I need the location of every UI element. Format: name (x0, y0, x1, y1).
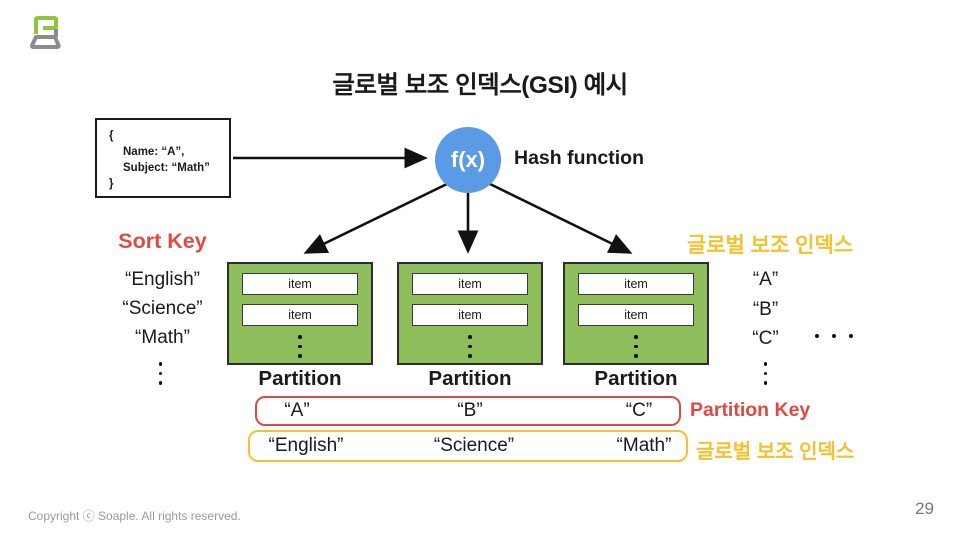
vertical-ellipsis-icon (88, 362, 233, 385)
item-row: item (242, 273, 358, 295)
partition-caption: Partition (258, 367, 342, 390)
partition-caption: Partition (428, 367, 512, 390)
gsi-row-value: “Math” (616, 435, 672, 456)
vertical-ellipsis-icon (399, 335, 541, 358)
code-line: Name: “A”, (123, 146, 185, 158)
gsi-column-label: 글로벌 보조 인덱스 (686, 234, 854, 257)
code-line: { (109, 130, 114, 142)
page-number: 29 (915, 499, 934, 518)
partition-key-label: Partition Key (690, 399, 811, 421)
partition-key-value: “A” (284, 400, 310, 421)
sort-key-value: “English” (125, 269, 200, 290)
partition-box: item item (563, 262, 709, 365)
code-line: Subject: “Math” (123, 162, 210, 174)
copyright-text: Copyright ⓒ Soaple. All rights reserved. (28, 509, 241, 523)
item-row: item (412, 304, 528, 326)
item-row: item (578, 304, 694, 326)
gsi-row-label: 글로벌 보조 인덱스 (696, 441, 855, 463)
horizontal-ellipsis-icon (815, 334, 853, 338)
gsi-column-value: “B” (752, 299, 779, 320)
gsi-column-value: “C” (752, 328, 779, 349)
gsi-row-value: “English” (268, 435, 344, 456)
hash-function-symbol: f(x) (450, 147, 486, 172)
hash-function-caption: Hash function (514, 147, 644, 169)
partition-caption: Partition (594, 367, 678, 390)
item-row: item (242, 304, 358, 326)
partition-key-value: “B” (457, 400, 483, 421)
vertical-ellipsis-icon (565, 335, 707, 358)
sort-key-value: “Science” (122, 298, 203, 319)
record-json-box: { Name: “A”, Subject: “Math” } (95, 118, 231, 198)
code-line: } (109, 178, 114, 190)
gsi-row-value: “Science” (433, 435, 515, 456)
soaple-logo-icon (29, 16, 61, 49)
partition-box: item item (227, 262, 373, 365)
item-row: item (412, 273, 528, 295)
vertical-ellipsis-icon (693, 362, 838, 385)
vertical-ellipsis-icon (229, 335, 371, 358)
hash-function-circle: f(x) (435, 127, 501, 193)
gsi-column-value: “A” (752, 269, 779, 290)
sort-key-value: “Math” (135, 327, 190, 348)
partition-key-box: “A” “B” “C” (255, 396, 681, 426)
gsi-row-box: “English” “Science” “Math” (248, 430, 688, 462)
slide-title: 글로벌 보조 인덱스(GSI) 예시 (332, 72, 628, 99)
partition-key-value: “C” (625, 400, 653, 421)
sort-key-label: Sort Key (118, 229, 207, 253)
partition-box: item item (397, 262, 543, 365)
item-row: item (578, 273, 694, 295)
